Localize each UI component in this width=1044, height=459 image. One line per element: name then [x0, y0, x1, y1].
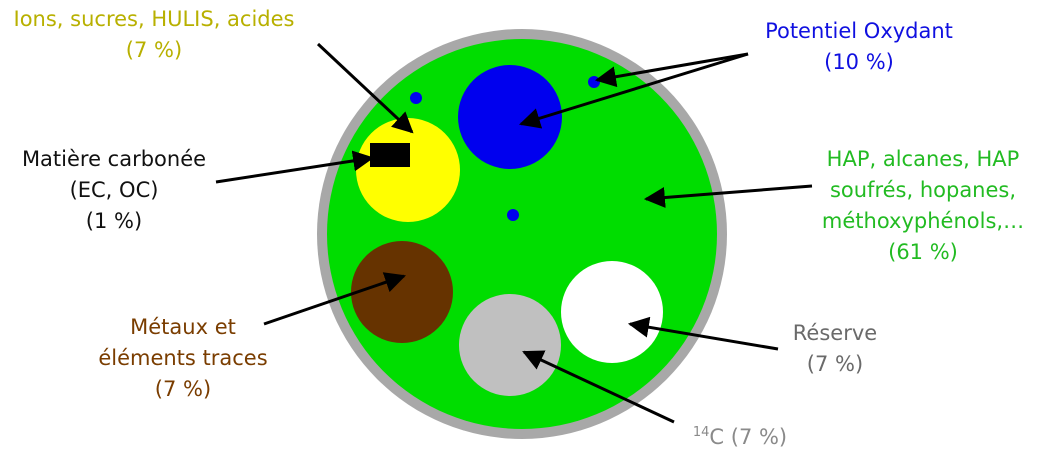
c14-label: 14C (7 %)	[680, 422, 800, 453]
organics-label-line-4: (61 %)	[806, 237, 1040, 268]
metals-label-line-2: éléments traces	[98, 343, 268, 374]
organics-label: HAP, alcanes, HAP soufrés, hopanes, méth…	[806, 144, 1040, 268]
oxidant-label-line-1: Potentiel Oxydant	[744, 16, 974, 47]
organics-label-line-1: HAP, alcanes, HAP	[806, 144, 1040, 175]
oxidant-label-line-2: (10 %)	[744, 47, 974, 78]
reserve-label-line-1: Réserve	[780, 318, 890, 349]
reserve-section	[561, 261, 663, 363]
metals-label-line-1: Métaux et	[98, 312, 268, 343]
c14-text: C (7 %)	[709, 425, 787, 449]
metals-label: Métaux et éléments traces (7 %)	[98, 312, 268, 405]
ions-label-line-1: Ions, sucres, HULIS, acides	[4, 4, 304, 35]
reserve-label: Réserve (7 %)	[780, 318, 890, 380]
c14-superscript: 14	[693, 425, 710, 440]
ions-label: Ions, sucres, HULIS, acides (7 %)	[4, 4, 304, 66]
organics-label-line-2: soufrés, hopanes,	[806, 175, 1040, 206]
carbon-section	[370, 143, 410, 167]
oxidant-dot-1	[410, 92, 422, 104]
oxidant-label: Potentiel Oxydant (10 %)	[744, 16, 974, 78]
c14-section	[459, 294, 561, 396]
carbon-label-line-1: Matière carbonée	[14, 144, 214, 175]
reserve-label-line-2: (7 %)	[780, 349, 890, 380]
metals-label-line-3: (7 %)	[98, 374, 268, 405]
oxidant-dot-3	[507, 209, 519, 221]
ions-label-line-2: (7 %)	[4, 35, 304, 66]
carbon-label-line-3: (1 %)	[14, 206, 214, 237]
metals-section	[351, 241, 453, 343]
c14-label-line: 14C (7 %)	[680, 422, 800, 453]
organics-label-line-3: méthoxyphénols,…	[806, 206, 1040, 237]
oxidant-dot-2	[588, 76, 600, 88]
carbon-label: Matière carbonée (EC, OC) (1 %)	[14, 144, 214, 237]
ions-section	[356, 118, 460, 222]
carbon-label-line-2: (EC, OC)	[14, 175, 214, 206]
